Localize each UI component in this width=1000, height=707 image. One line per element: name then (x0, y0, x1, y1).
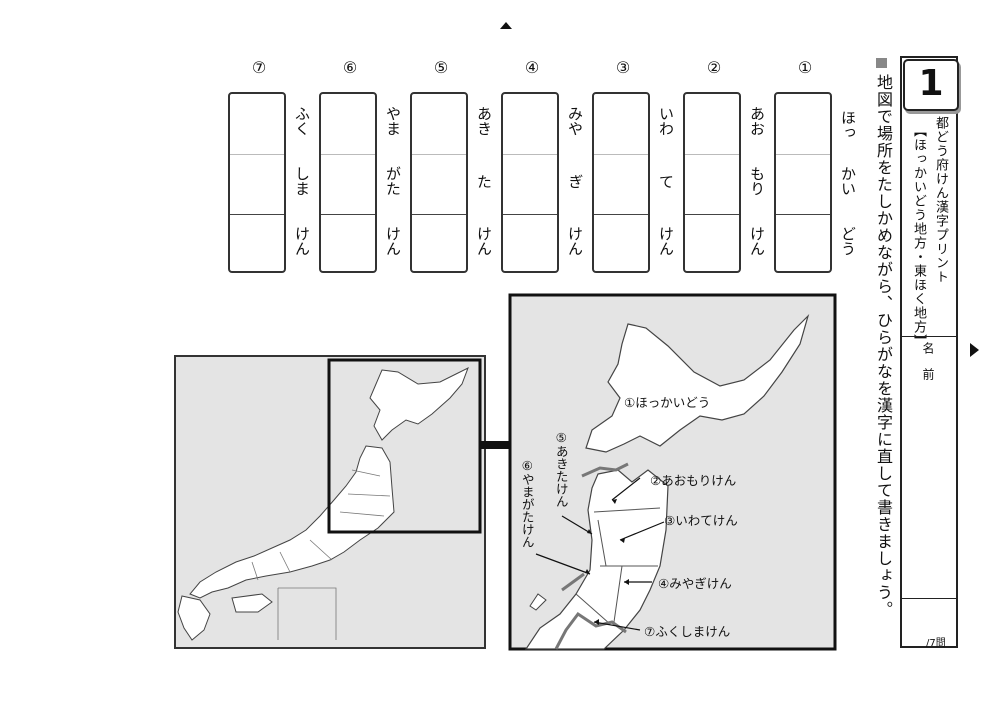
kana-1-c: どう (839, 226, 857, 256)
worksheet-subtitle: 【ほっかいどう地方・東ほく地方】 (911, 124, 926, 348)
kana-4-c: けん (566, 226, 584, 256)
side-page-marker (970, 343, 979, 357)
title-panel: 1 都どう府けん漢字プリント 【ほっかいどう地方・東ほく地方】 名 前 /7問 (900, 56, 959, 649)
kana-2-c: けん (748, 226, 766, 256)
title-divider-1 (902, 336, 956, 337)
answer-box-4[interactable] (501, 92, 559, 273)
kana-3-c: けん (657, 226, 675, 256)
item-number-5: ⑤ (433, 58, 449, 77)
instruction-bullet (876, 58, 887, 68)
question-count: /7問 (926, 638, 946, 649)
item-number-3: ③ (615, 58, 631, 77)
page-number-tab: 1 (903, 59, 959, 111)
map-label-aomori: ②あおもりけん (650, 473, 736, 488)
kana-2-a: あお (748, 106, 766, 136)
kana-3-b: て (657, 174, 675, 189)
item-number-1: ① (797, 58, 813, 77)
kana-4-b: ぎ (566, 174, 584, 189)
name-label: 名 前 (921, 342, 935, 380)
kana-6-c: けん (384, 226, 402, 256)
item-number-7: ⑦ (251, 58, 267, 77)
item-number-6: ⑥ (342, 58, 358, 77)
answer-box-7[interactable] (228, 92, 286, 273)
instruction-text: 地図で場所をたしかめながら、ひらがなを漢字に直して書きましょう。 (874, 74, 893, 618)
kana-5-b: た (475, 174, 493, 189)
map-label-miyagi: ④みやぎけん (658, 576, 732, 591)
answer-box-1[interactable] (774, 92, 832, 273)
kana-6-b: がた (384, 166, 402, 196)
item-number-4: ④ (524, 58, 540, 77)
answer-box-5[interactable] (410, 92, 468, 273)
answer-box-3[interactable] (592, 92, 650, 273)
map-label-iwate: ③いわてけん (664, 513, 738, 528)
map-label-fukushima: ⑦ふくしまけん (644, 624, 730, 639)
kana-2-b: もり (748, 166, 766, 196)
worksheet-title: 都どう府けん漢字プリント (933, 116, 948, 284)
title-divider-2 (902, 598, 956, 599)
kana-5-a: あき (475, 106, 493, 136)
tohoku-zoom-map: ①ほっかいどう ②あおもりけん ③いわてけん ④みやぎけん ⑦ふくしまけん (508, 293, 837, 651)
kana-4-a: みや (566, 106, 584, 136)
kana-3-a: いわ (657, 106, 675, 136)
japan-overview-map (174, 355, 486, 649)
kana-1-a: ほっ (839, 110, 857, 140)
kana-1-b: かい (839, 166, 857, 196)
kana-6-a: やま (384, 106, 402, 136)
map-label-yamagata: ⑥やまがたけん (519, 458, 535, 548)
map-label-hokkaido: ①ほっかいどう (624, 395, 710, 410)
answer-box-6[interactable] (319, 92, 377, 273)
item-number-2: ② (706, 58, 722, 77)
answer-box-2[interactable] (683, 92, 741, 273)
kana-5-c: けん (475, 226, 493, 256)
map-label-akita: ⑤あきたけん (553, 430, 569, 508)
kana-7-a: ふく (293, 106, 311, 136)
kana-7-b: しま (293, 166, 311, 196)
top-page-marker (500, 22, 512, 29)
kana-7-c: けん (293, 226, 311, 256)
